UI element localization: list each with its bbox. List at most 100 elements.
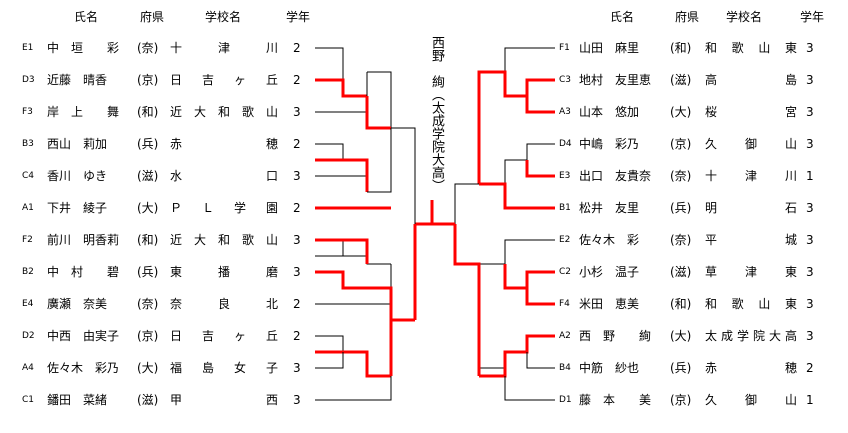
- player-prefecture: (大): [670, 329, 692, 343]
- bracket-win-line: [453, 224, 481, 376]
- player-grade: 3: [806, 73, 814, 87]
- player-prefecture: (滋): [137, 393, 159, 407]
- player-school: 甲 西: [170, 393, 278, 407]
- left-header-grade: 学年: [286, 10, 311, 24]
- player-name: 松井 友里: [579, 201, 640, 215]
- player-grade: 3: [293, 233, 301, 247]
- player-grade: 2: [293, 297, 301, 311]
- bracket-win-line: [315, 78, 367, 98]
- player-grade: 2: [293, 201, 301, 215]
- bracket-line: [479, 239, 555, 265]
- player-name: 近藤 晴香: [47, 73, 108, 87]
- player-prefecture: (京): [670, 393, 692, 407]
- bracket-win-line: [315, 270, 367, 290]
- player-prefecture: (奈): [670, 233, 692, 247]
- bracket-line: [315, 47, 344, 96]
- bracket-line: [367, 71, 392, 128]
- player-school: 赤 穂: [705, 361, 797, 375]
- bracket-line: [478, 264, 505, 369]
- player-prefecture: (大): [137, 201, 159, 215]
- player-prefecture: (奈): [670, 169, 692, 183]
- player-prefecture: (滋): [137, 169, 159, 183]
- bracket-win-line: [479, 182, 555, 210]
- player-seed: A2: [559, 331, 571, 341]
- player-name: 岸 上 舞: [47, 105, 120, 119]
- player-school: 久 御 山: [705, 393, 797, 407]
- champion-label: 西野 絢（太成学院大高）: [429, 36, 444, 192]
- player-name: 佐々木 彩: [579, 233, 640, 247]
- bracket-win-line: [315, 238, 369, 264]
- player-seed: D2: [22, 331, 35, 341]
- player-seed: F2: [22, 235, 33, 245]
- player-name: 中筋 紗也: [579, 361, 640, 375]
- player-grade: 3: [293, 393, 301, 407]
- player-school: 草 津 東: [705, 265, 797, 279]
- player-grade: 3: [806, 329, 814, 343]
- bracket-line: [315, 72, 368, 113]
- player-name: 下井 綾子: [47, 201, 108, 215]
- player-school: 平 城: [705, 233, 797, 247]
- bracket-win-line: [415, 200, 434, 226]
- player-school: 桜 宮: [705, 105, 797, 119]
- player-grade: 3: [293, 361, 301, 375]
- player-name: 廣瀬 奈美: [47, 297, 108, 311]
- player-seed: C3: [559, 75, 572, 85]
- player-seed: E4: [22, 299, 34, 309]
- player-prefecture: (滋): [670, 73, 692, 87]
- player-seed: E1: [22, 43, 34, 53]
- player-school: 久 御 山: [705, 137, 797, 151]
- player-prefecture: (兵): [670, 361, 692, 375]
- player-prefecture: (大): [670, 105, 692, 119]
- bracket-line: [315, 239, 344, 256]
- right-header-school: 学校名: [726, 10, 763, 24]
- player-school: 赤 穂: [170, 137, 278, 151]
- right-header-pref: 府県: [675, 10, 700, 24]
- bracket-line: [504, 376, 555, 401]
- player-name: 中西 由実子: [47, 329, 120, 343]
- left-header-school: 学校名: [205, 10, 242, 24]
- player-name: 香川 ゆき: [47, 169, 108, 183]
- player-school: 近大和歌山: [170, 105, 278, 119]
- player-prefecture: (和): [670, 41, 692, 55]
- player-grade: 3: [806, 297, 814, 311]
- player-grade: 3: [806, 41, 814, 55]
- player-grade: 3: [293, 105, 301, 119]
- player-name: 小杉 温子: [579, 265, 640, 279]
- bracket-line: [315, 376, 392, 401]
- player-seed: C4: [22, 171, 35, 181]
- player-seed: F3: [22, 107, 33, 117]
- player-school: 近大和歌山: [170, 233, 278, 247]
- player-seed: B4: [559, 363, 571, 373]
- bracket-line: [315, 143, 344, 160]
- player-school: 和歌山東: [705, 297, 797, 311]
- player-grade: 3: [806, 265, 814, 279]
- left-header-name: 氏名: [74, 10, 99, 24]
- player-name: 西山 莉加: [47, 137, 108, 151]
- player-seed: E2: [559, 235, 571, 245]
- player-seed: F4: [559, 299, 570, 309]
- bracket-win-line: [365, 96, 391, 130]
- player-school: 十 津 川: [170, 41, 278, 55]
- bracket-line: [367, 128, 392, 193]
- player-prefecture: (兵): [137, 137, 159, 151]
- player-grade: 3: [293, 169, 301, 183]
- player-grade: 3: [806, 233, 814, 247]
- player-name: 中 垣 彩: [47, 41, 120, 55]
- bracket-line: [504, 143, 555, 184]
- player-school: 明 石: [705, 201, 797, 215]
- bracket-line: [315, 352, 344, 369]
- player-grade: 1: [806, 169, 814, 183]
- player-school: 十 津 川: [705, 169, 797, 183]
- player-name: 山田 麻里: [579, 41, 640, 55]
- player-seed: A1: [22, 203, 34, 213]
- player-grade: 3: [293, 265, 301, 279]
- bracket-win-line: [367, 286, 415, 322]
- player-grade: 3: [806, 105, 814, 119]
- bracket-win-line: [479, 334, 555, 378]
- player-prefecture: (京): [137, 73, 159, 87]
- player-prefecture: (和): [137, 233, 159, 247]
- player-name: 前川 明香莉: [47, 233, 120, 247]
- player-prefecture: (京): [670, 137, 692, 151]
- bracket-line: [504, 47, 555, 72]
- player-name: 中 村 碧: [47, 265, 120, 279]
